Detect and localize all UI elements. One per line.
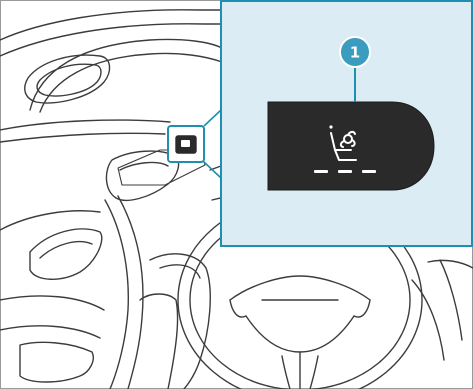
- seat-icon-head: [329, 125, 332, 128]
- level-indicator-segment-3: [362, 170, 376, 173]
- switch-small-glyph: [181, 140, 190, 147]
- level-indicator-segment-2: [338, 170, 352, 173]
- detail-inset: 1: [204, 1, 472, 246]
- callout-number: 1: [350, 44, 360, 62]
- level-indicator-segment-1: [314, 170, 328, 173]
- level-indicator: [314, 170, 376, 173]
